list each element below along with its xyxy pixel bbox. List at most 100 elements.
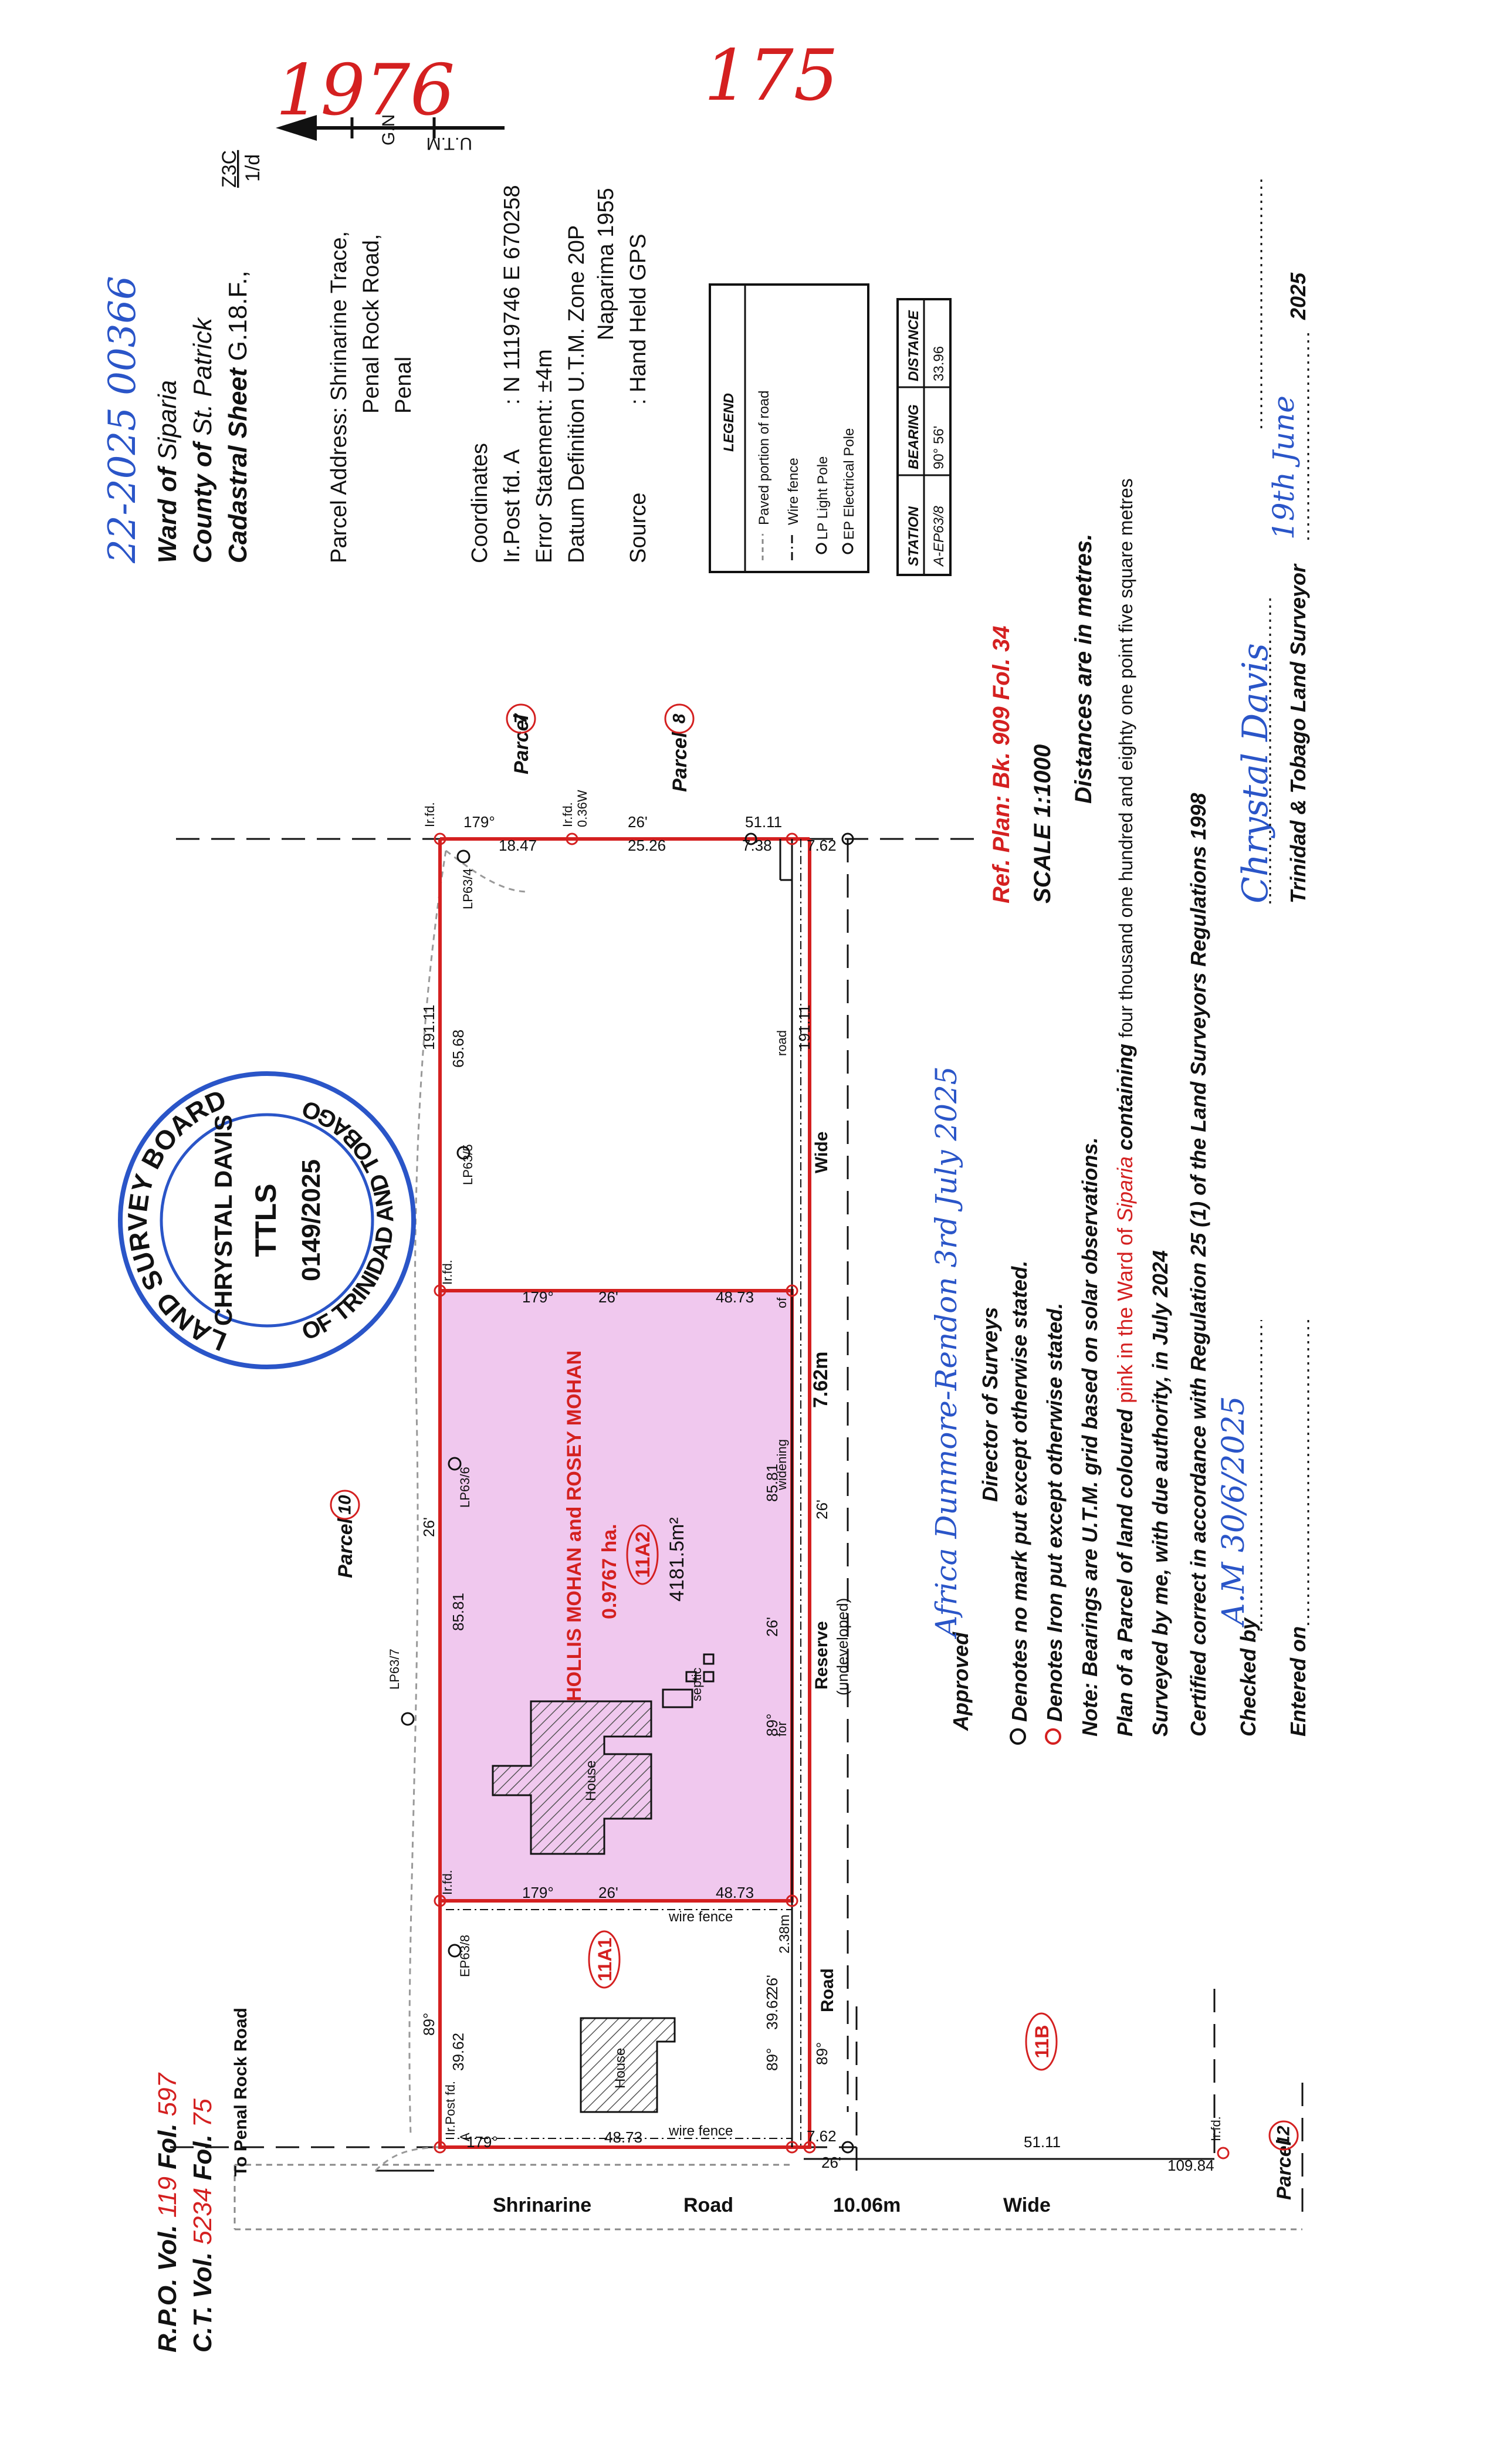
svg-text:48.73: 48.73	[604, 2128, 642, 2146]
stamp-code: TTLS	[249, 1184, 282, 1257]
distances-note: Distances are in metres.	[1071, 534, 1096, 804]
svg-text:26': 26'	[763, 1617, 781, 1637]
svg-text:89°: 89°	[763, 2048, 781, 2071]
wire-fence-label-b: wire fence	[668, 2123, 733, 2139]
coordinates-block: Coordinates Ir.Post fd. A : N 1119746 E …	[468, 185, 651, 563]
surveyor-signature: Chrystal Davis	[1235, 643, 1276, 903]
sheet-label: Cadastral Sheet	[224, 367, 252, 563]
entered-on-label: Entered on	[1286, 1626, 1310, 1737]
surveyor-date: 19th June	[1267, 395, 1301, 540]
legend-item-electrical-pole: EP Electrical Pole	[841, 428, 857, 540]
legend-title: LEGEND	[721, 393, 737, 452]
notes-block: Ref. Plan: Bk. 909 Fol. 34 SCALE 1:1000 …	[929, 176, 1310, 1745]
scale: SCALE 1:1000	[1030, 744, 1055, 903]
parcel-8-number: 8	[670, 713, 689, 723]
road-name-shrinarine: Shrinarine	[493, 2194, 591, 2216]
undeveloped-label: (undeveloped)	[834, 1598, 851, 1695]
coords-row1-value: : N 1119746 E 670258	[500, 185, 524, 405]
svg-text:26': 26'	[420, 1517, 438, 1537]
svg-text:26': 26'	[628, 813, 648, 831]
svg-text:0.36W: 0.36W	[575, 790, 590, 827]
parcel-id: 11A2	[632, 1531, 654, 1578]
svg-text:85.81: 85.81	[449, 1593, 467, 1631]
address-line-1: Shrinarine Trace,	[327, 231, 351, 401]
checked-by-label: Checked by	[1236, 1617, 1260, 1737]
wire-fence-label-a: wire fence	[668, 1909, 733, 1925]
surveyor-year: 2025	[1286, 272, 1310, 320]
septic-label: septic	[689, 1668, 704, 1701]
svg-text:39.62: 39.62	[763, 1992, 781, 2030]
svg-text:85.81: 85.81	[763, 1464, 781, 1502]
table-cell-distance: 33.96	[931, 346, 947, 381]
ct-fol: 75	[188, 2099, 217, 2127]
svg-text:Ir.fd.: Ir.fd.	[440, 1870, 455, 1895]
reserve-for-label: for	[774, 1721, 789, 1737]
parcel-7-number: 7	[512, 713, 531, 723]
light-pole-icon	[815, 543, 827, 554]
county-label: County of	[188, 440, 217, 563]
county-value: St. Patrick	[188, 317, 217, 435]
owner-hectares: 0.9767 ha.	[598, 1524, 621, 1619]
svg-text:48.73: 48.73	[716, 1288, 754, 1306]
reserve-wide-label: Wide	[812, 1132, 831, 1173]
reserve-road-small: road	[774, 1030, 789, 1056]
svg-text:LP63/5: LP63/5	[461, 1144, 475, 1185]
header-block: 22-2025 00366 Ward of Siparia County of …	[101, 150, 416, 564]
svg-text:89°: 89°	[813, 2042, 831, 2065]
svg-text:C.T. Vol. 5234 Fol. 75: C.T. Vol. 5234 Fol. 75	[188, 2099, 217, 2353]
station-table: STATION BEARING DISTANCE A-EP63/8 90° 56…	[896, 298, 952, 576]
north-arrow-icon: G.N U.T.M	[276, 114, 505, 153]
svg-text:LP63/7: LP63/7	[387, 1649, 402, 1690]
house-label-b: House	[612, 2048, 628, 2089]
coords-title: Coordinates	[468, 443, 492, 563]
svg-text:A: A	[458, 2133, 472, 2141]
parcel-labels: Parcel 7 Parcel 8 Parcel 10 Parcel 12	[330, 703, 1299, 2200]
ct-label: C.T. Vol.	[188, 2252, 217, 2353]
footer-volume-block: R.P.O. Vol. 119 Fol. 597 C.T. Vol. 5234 …	[153, 2072, 217, 2353]
svg-text:109.84: 109.84	[1167, 2157, 1214, 2174]
parcel-area: 4181.5m²	[666, 1517, 688, 1602]
rpo-vol: 119	[153, 2177, 182, 2218]
svg-text:Parcel Address: Shrinarine Tra: Parcel Address: Shrinarine Trace,	[327, 231, 351, 563]
sheet-frac-top: Z3C	[218, 150, 241, 188]
table-cell-station: A-EP63/8	[931, 506, 947, 567]
parcel-12-number: 12	[1274, 2125, 1294, 2145]
coords-row3-label: Datum Definition	[564, 398, 589, 563]
coords-row2-value: : ±4m	[532, 349, 557, 405]
svg-text:R.P.O. Vol. 119 Fol. 597: R.P.O. Vol. 119 Fol. 597	[153, 2072, 182, 2353]
road-wide: Wide	[1003, 2194, 1051, 2216]
electrical-pole-icon	[842, 543, 854, 554]
reserve-width: 7.62m	[810, 1352, 832, 1408]
legend-item-wire-fence: Wire fence	[786, 458, 801, 525]
svg-text:65.68: 65.68	[449, 1030, 467, 1068]
note-line-4: Plan of a Parcel of land coloured pink i…	[1113, 478, 1137, 1737]
address-label: Parcel Address:	[327, 407, 351, 563]
note-line-5: Surveyed by me, with due authority, in J…	[1148, 1250, 1172, 1737]
legend-item-light-pole: LP Light Pole	[815, 456, 831, 540]
survey-map: Parcel 7 Parcel 8 Parcel 10 Parcel 12 HO…	[170, 703, 1304, 2231]
svg-text:18.47: 18.47	[499, 837, 537, 854]
svg-text:179°: 179°	[522, 1288, 554, 1306]
plan-number-b: 175	[704, 35, 838, 117]
approved-signature: Africa Dunmore-Rendon 3rd July 2025	[929, 1066, 963, 1639]
parcel-8-label: Parcel	[669, 731, 691, 792]
svg-text:51.11: 51.11	[1024, 2133, 1061, 2151]
plan-number-a: 1976	[276, 50, 455, 131]
coords-row2-label: Error Statement	[532, 405, 557, 563]
svg-text:Ir.fd.: Ir.fd.	[440, 1260, 455, 1285]
svg-text:LP63/6: LP63/6	[458, 1467, 472, 1508]
road-width: 10.06m	[833, 2194, 901, 2216]
svg-text:179°: 179°	[522, 1884, 554, 1901]
svg-text:26': 26'	[813, 1500, 831, 1519]
ward-value: Siparia	[153, 380, 182, 461]
svg-text:39.62: 39.62	[449, 2033, 467, 2071]
note-line-1: Denotes no mark put except otherwise sta…	[1007, 1261, 1031, 1722]
parcel-10-label: Parcel	[334, 1517, 357, 1578]
owner-name: HOLLIS MOHAN and ROSEY MOHAN	[563, 1351, 585, 1701]
ct-vol: 5234	[188, 2188, 217, 2245]
coords-row4-value: : Hand Held GPS	[626, 234, 651, 405]
checked-signature: A.M 30/6/2025	[1216, 1396, 1251, 1627]
reserve-road-label: Road	[818, 1968, 837, 2012]
